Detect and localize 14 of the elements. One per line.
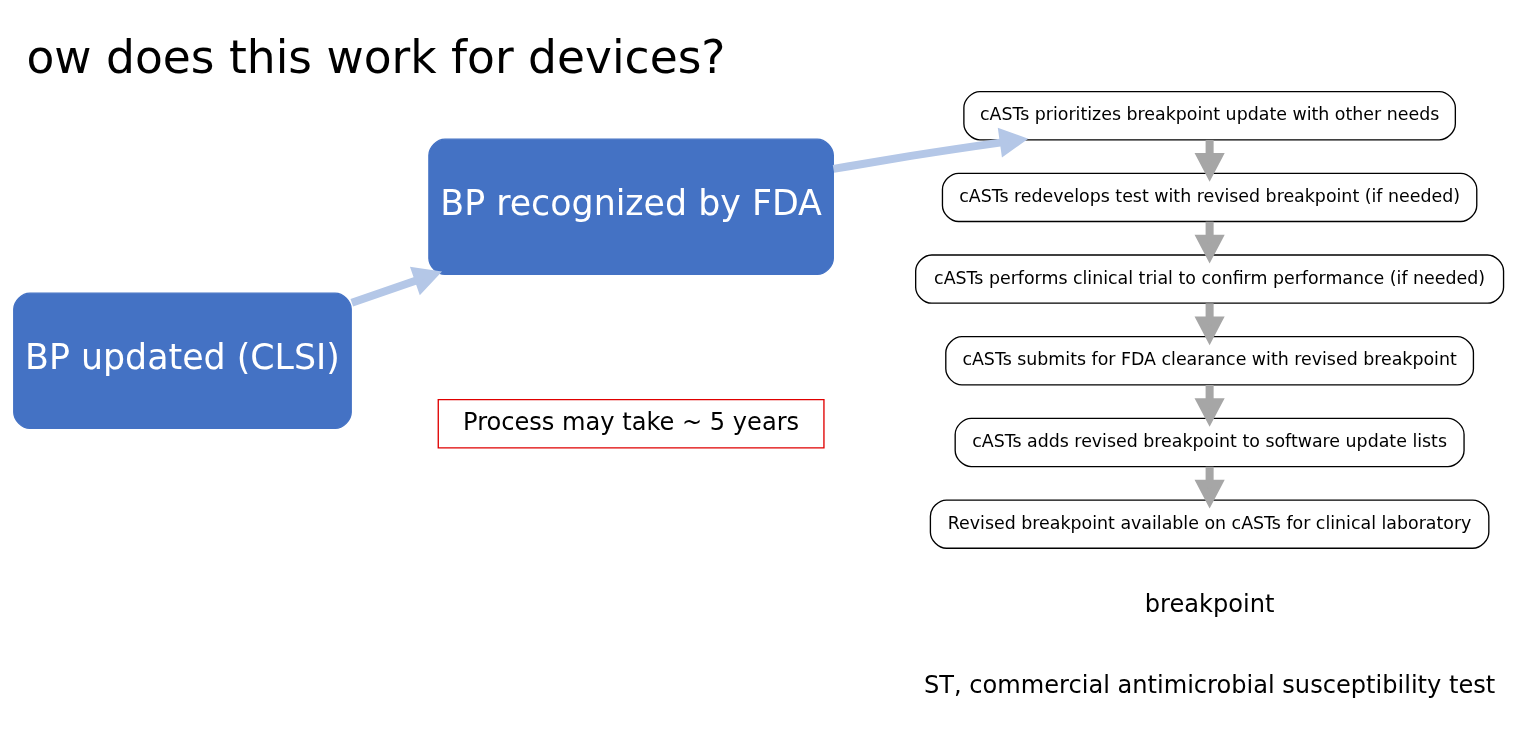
arrow — [350, 266, 443, 307]
node-box: cASTs prioritizes breakpoint update with other needs — [963, 90, 1456, 140]
label: breakpoint — [1144, 589, 1275, 618]
diagram-title: ow does this work for devices? — [26, 30, 726, 84]
node-box: BP updated (CLSI) — [13, 292, 352, 429]
node-box: Process may take ~ 5 years — [437, 398, 825, 448]
node-box: Revised breakpoint available on cASTs for clinical laboratory — [929, 498, 1490, 549]
node-box: cASTs submits for FDA clearance with revised breakpoint — [945, 335, 1475, 386]
node-box: BP recognized by FDA — [428, 138, 834, 275]
node-box: cASTs performs clinical trial to confirm performance (if needed) — [915, 253, 1505, 304]
arrow — [832, 127, 1029, 173]
label: ST, commercial antimicrobial susceptibility test — [924, 670, 1496, 699]
node-box: cASTs redevelops test with revised breakpoint (if needed) — [941, 172, 1478, 222]
node-box: cASTs adds revised breakpoint to software update lists — [954, 417, 1465, 467]
